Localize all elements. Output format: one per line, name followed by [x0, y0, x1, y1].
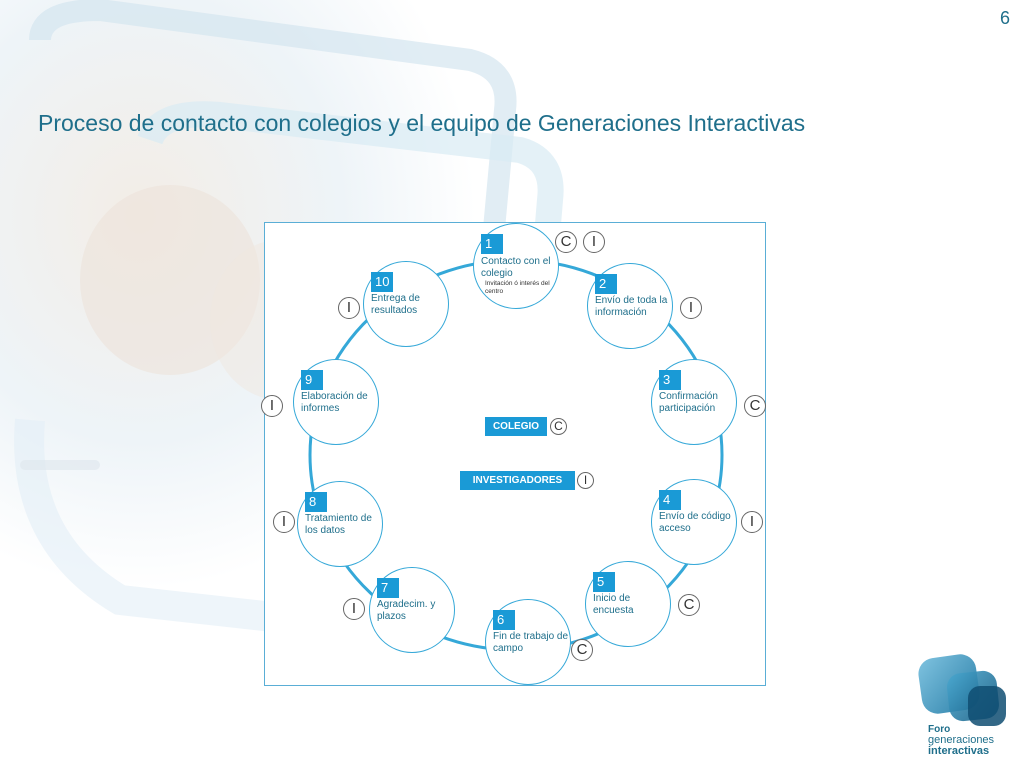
process-step-2: 2 Envío de toda la información	[587, 263, 673, 349]
step-number: 2	[595, 274, 617, 294]
step-label: Fin de trabajo de campo	[493, 631, 569, 654]
step-label: Contacto con el colegio	[481, 256, 551, 279]
process-step-7: 7 Agradecim. y plazos	[369, 567, 455, 653]
step-9-tag-i: I	[261, 395, 283, 417]
logo-text-foro: Foro	[928, 724, 951, 735]
process-step-5: 5 Inicio de encuesta	[585, 561, 671, 647]
process-step-10: 10 Entrega de resultados	[363, 261, 449, 347]
step-number: 3	[659, 370, 681, 390]
logo-text-generaciones: generaciones	[928, 734, 995, 746]
step-number: 6	[493, 610, 515, 630]
step-label: Agradecim. y plazos	[377, 599, 436, 622]
legend-colegio-code: C	[550, 418, 567, 435]
process-step-8: 8 Tratamiento de los datos	[297, 481, 383, 567]
page-number: 6	[999, 8, 1010, 28]
step-5-tag-c: C	[678, 594, 700, 616]
foro-generaciones-interactivas-logo: Foro generaciones interactivas	[912, 646, 1012, 757]
process-step-6: 6 Fin de trabajo de campo	[485, 599, 571, 685]
step-2-tag-i: I	[680, 297, 702, 319]
step-number: 5	[593, 572, 615, 592]
logo-text-interactivas: interactivas	[928, 745, 990, 757]
process-step-9: 9 Elaboración de informes	[293, 359, 379, 445]
step-10-tag-i: I	[338, 297, 360, 319]
step-label: Envío de código acceso	[659, 511, 731, 534]
step-number: 10	[371, 272, 393, 292]
process-step-1: 1 Contacto con el colegio Invitación ó i…	[473, 223, 559, 309]
step-1-tag-i: I	[583, 231, 605, 253]
process-step-4: 4 Envío de código acceso	[651, 479, 737, 565]
step-label: Envío de toda la información	[595, 295, 668, 318]
step-number: 1	[481, 234, 503, 254]
step-label: Entrega de resultados	[371, 293, 420, 316]
step-label: Confirmación participación	[659, 391, 718, 414]
step-sublabel: Invitación ó interés del centro	[485, 280, 550, 295]
step-8-tag-i: I	[273, 511, 295, 533]
step-label: Inicio de encuesta	[593, 593, 634, 616]
legend-colegio-label: COLEGIO	[485, 417, 547, 436]
legend-investigadores-label: INVESTIGADORES	[460, 471, 575, 490]
step-label: Elaboración de informes	[301, 391, 368, 414]
step-4-tag-i: I	[741, 511, 763, 533]
contact-process-diagram: 1 Contacto con el colegio Invitación ó i…	[261, 222, 766, 686]
step-label: Tratamiento de los datos	[305, 513, 372, 536]
slide-title: Proceso de contacto con colegios y el eq…	[38, 110, 806, 136]
step-1-tag-c: C	[555, 231, 577, 253]
logo-icon	[918, 654, 1006, 726]
step-number: 8	[305, 492, 327, 512]
step-number: 7	[377, 578, 399, 598]
process-step-3: 3 Confirmación participación	[651, 359, 737, 445]
step-number: 9	[301, 370, 323, 390]
legend-investigadores-code: I	[577, 472, 594, 489]
step-7-tag-i: I	[343, 598, 365, 620]
step-3-tag-c: C	[744, 395, 766, 417]
step-6-tag-c: C	[571, 639, 593, 661]
step-number: 4	[659, 490, 681, 510]
